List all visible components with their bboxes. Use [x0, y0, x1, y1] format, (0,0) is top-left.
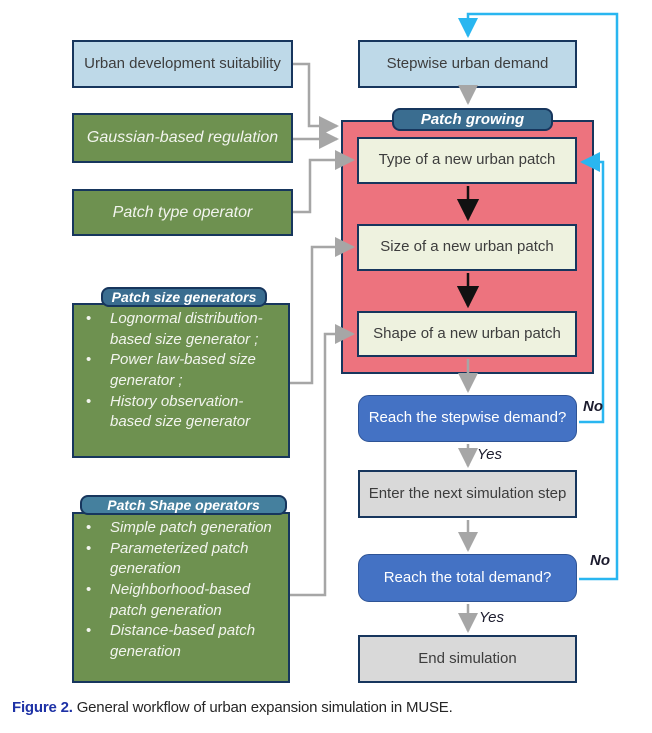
- box-label: Gaussian-based regulation: [86, 129, 279, 146]
- box-label: Reach the stepwise demand?: [368, 409, 567, 427]
- box-gaussian-based-regulation: Gaussian-based regulation: [72, 113, 293, 163]
- box-label: Type of a new urban patch: [378, 151, 556, 169]
- tab-patch-size-generators: Patch size generators: [101, 287, 267, 307]
- label-yes-total: Yes: [479, 609, 505, 626]
- box-enter-next-simulation-step: Enter the next simulation step: [358, 470, 577, 518]
- box-label: Patch type operator: [112, 203, 253, 221]
- list-item: Neighborhood-based patch generation: [76, 580, 286, 621]
- box-patch-type-operator: Patch type operator: [72, 189, 293, 236]
- list-item: Power law-based size generator ;: [76, 350, 286, 391]
- box-size-of-new-urban-patch: Size of a new urban patch: [357, 224, 577, 271]
- box-label: Urban development suitability: [84, 54, 281, 72]
- box-label: Size of a new urban patch: [380, 238, 554, 256]
- tab-patch-growing: Patch growing: [392, 108, 553, 131]
- box-patch-shape-operators: Simple patch generation Parameterized pa…: [72, 512, 290, 683]
- decision-reach-stepwise-demand: Reach the stepwise demand?: [358, 395, 577, 442]
- box-label: Stepwise urban demand: [386, 54, 549, 72]
- box-label: Reach the total demand?: [383, 568, 552, 586]
- box-shape-of-new-urban-patch: Shape of a new urban patch: [357, 311, 577, 357]
- tab-label: Patch Shape operators: [107, 497, 260, 513]
- box-patch-size-generators: Lognormal distribution-based size genera…: [72, 303, 290, 458]
- size-generator-list: Lognormal distribution-based size genera…: [76, 309, 286, 433]
- list-item: Parameterized patch generation: [76, 539, 286, 580]
- label-yes-stepwise: Yes: [477, 446, 503, 463]
- box-label: Enter the next simulation step: [368, 484, 567, 502]
- box-label: Shape of a new urban patch: [373, 324, 561, 342]
- list-item: History observation-based size generator: [76, 392, 286, 433]
- box-type-of-new-urban-patch: Type of a new urban patch: [357, 137, 577, 184]
- list-item: Simple patch generation: [76, 518, 286, 539]
- label-no-total: No: [590, 552, 610, 569]
- figure-caption-label: Figure 2.: [12, 699, 73, 716]
- decision-reach-total-demand: Reach the total demand?: [358, 554, 577, 602]
- arrow-suitability-to-container: [293, 62, 339, 136]
- tab-label: Patch size generators: [111, 289, 257, 305]
- tab-label: Patch growing: [420, 111, 525, 128]
- box-end-simulation: End simulation: [358, 635, 577, 683]
- box-stepwise-urban-demand: Stepwise urban demand: [358, 40, 577, 88]
- box-urban-development-suitability: Urban development suitability: [72, 40, 293, 88]
- shape-operator-list: Simple patch generation Parameterized pa…: [76, 518, 286, 663]
- list-item: Lognormal distribution-based size genera…: [76, 309, 286, 350]
- box-label: End simulation: [418, 649, 517, 667]
- figure-caption: Figure 2. General workflow of urban expa…: [12, 699, 644, 716]
- tab-patch-shape-operators: Patch Shape operators: [80, 495, 287, 515]
- list-item: Distance-based patch generation: [76, 621, 286, 662]
- label-no-stepwise: No: [583, 398, 603, 415]
- figure-caption-text: General workflow of urban expansion simu…: [76, 699, 453, 716]
